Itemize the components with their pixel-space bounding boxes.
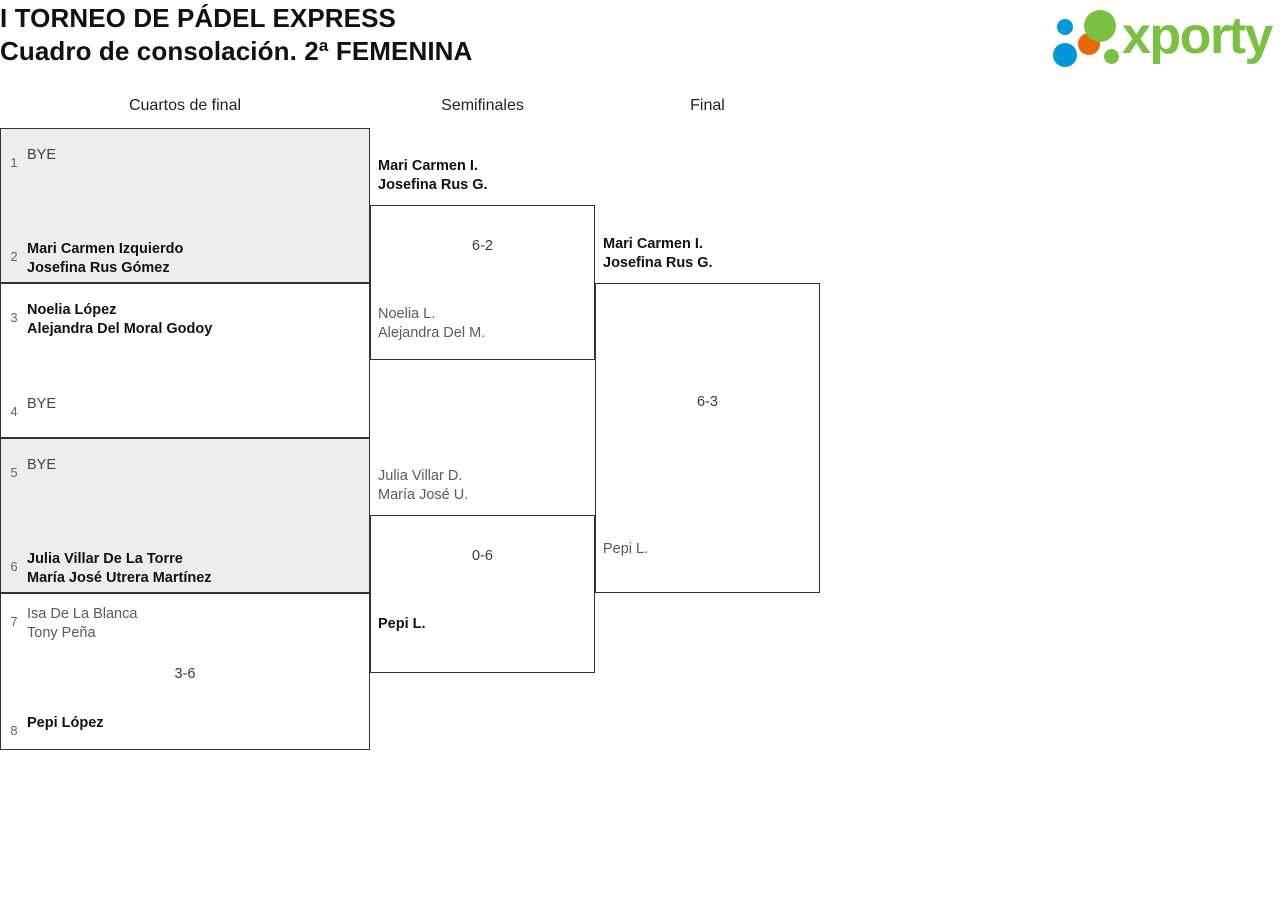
match-score: 0-6 [472,548,493,564]
competitor-slot[interactable]: Julia Villar D. María José U. [371,466,468,504]
competitor-name: Mari Carmen Izquierdo [27,241,184,257]
match-score: 6-2 [472,238,493,254]
logo-wordmark: xporty [1122,7,1273,65]
competitor-name: Tony Peña [27,624,96,641]
logo-dot-green-small-icon [1104,49,1119,64]
competitor-name: Noelia López [27,302,117,318]
competitor-name: Josefina Rus G. [378,176,488,193]
competitor-slot[interactable]: 8 Pepi López [1,713,104,740]
competitor-names: Julia Villar D. María José U. [378,466,468,504]
seed-number: 2 [10,249,18,264]
seed-number: 8 [10,723,18,738]
competitor-name: María José Utrera Martínez [27,569,212,586]
competitor-name: Alejandra Del Moral Godoy [27,320,213,337]
page-title: I TORNEO DE PÁDEL EXPRESS Cuadro de cons… [0,2,472,68]
match-final[interactable]: Mari Carmen I. Josefina Rus G. 6-3 Pepi … [595,236,820,593]
logo-dot-green-large-icon [1084,10,1116,42]
competitor-name: Alejandra Del M. [378,324,486,341]
match-quarterfinal-4[interactable]: 7 Isa De La Blanca Tony Peña 3-6 8 Pepi … [0,593,370,750]
competitor-slot[interactable]: Noelia L. Alejandra Del M. [371,304,485,342]
match-score: 6-3 [697,394,718,410]
competitor-name: Pepi L. [603,541,649,557]
competitor-names: BYE [27,145,56,165]
competitor-name: Josefina Rus Gómez [27,259,170,276]
round-header-final: Final [690,97,725,114]
competitor-slot[interactable]: 2 Mari Carmen Izquierdo Josefina Rus Góm… [1,239,183,277]
xporty-logo[interactable]: xporty [1048,7,1274,67]
competitor-name: Mari Carmen I. [378,158,478,174]
competitor-slot[interactable]: Pepi L. [371,614,426,634]
competitor-names: Isa De La Blanca Tony Peña [27,604,137,642]
competitor-slot[interactable]: 3 Noelia López Alejandra Del Moral Godoy [1,300,212,338]
match-score: 3-6 [174,666,196,682]
seed-number: 6 [10,559,18,574]
competitor-names: Noelia L. Alejandra Del M. [378,304,485,342]
match-quarterfinal-1[interactable]: 1 BYE 2 Mari Carmen Izquierdo Josefina R… [0,128,370,283]
competitor-name: Isa De La Blanca [27,606,138,622]
competitor-name: Pepi López [27,715,104,731]
logo-dot-blue-small-icon [1057,19,1073,35]
logo-dots-icon [1048,7,1126,67]
competitor-names: BYE [27,394,56,414]
tournament-name: I TORNEO DE PÁDEL EXPRESS [0,3,396,33]
seed-number: 7 [10,614,18,629]
competitor-name: BYE [27,396,57,412]
competitor-name: BYE [27,457,57,473]
seed-number: 4 [10,404,18,419]
match-semifinal-2[interactable]: Julia Villar D. María José U. 0-6 Pepi L… [370,468,595,673]
competitor-slot[interactable]: Pepi L. [596,539,648,559]
competitor-slot[interactable]: Mari Carmen I. Josefina Rus G. [371,156,488,194]
competitor-names: Mari Carmen Izquierdo Josefina Rus Gómez [27,239,183,277]
competitor-names: Mari Carmen I. Josefina Rus G. [603,234,713,272]
competitor-names: Mari Carmen I. Josefina Rus G. [378,156,488,194]
round-header-semifinals: Semifinales [441,97,524,114]
round-header-quarterfinals: Cuartos de final [128,97,242,114]
competitor-names: Noelia López Alejandra Del Moral Godoy [27,300,212,338]
seed-number: 3 [10,310,18,325]
competitor-name: Josefina Rus G. [603,254,713,271]
competitor-name: Julia Villar De La Torre [27,551,183,567]
match-semifinal-1[interactable]: Mari Carmen I. Josefina Rus G. 6-2 Noeli… [370,158,595,360]
seed-number: 5 [10,465,18,480]
competitor-names: Pepi L. [603,539,648,559]
bracket-subtitle: Cuadro de consolación. 2ª FEMENINA [0,36,473,66]
competitor-slot[interactable]: 1 BYE [1,145,56,172]
competitor-slot[interactable]: 7 Isa De La Blanca Tony Peña [1,604,137,642]
match-quarterfinal-3[interactable]: 5 BYE 6 Julia Villar De La Torre María J… [0,438,370,593]
competitor-name: BYE [27,147,57,163]
page-header: I TORNEO DE PÁDEL EXPRESS Cuadro de cons… [0,0,1280,82]
competitor-names: BYE [27,455,56,475]
competitor-names: Pepi López [27,713,104,733]
match-quarterfinal-2[interactable]: 3 Noelia López Alejandra Del Moral Godoy… [0,283,370,438]
competitor-names: Pepi L. [378,614,426,634]
competitor-name: Mari Carmen I. [603,236,703,252]
competitor-name: María José U. [378,486,469,503]
competitor-names: Julia Villar De La Torre María José Utre… [27,549,212,587]
competitor-slot[interactable]: 5 BYE [1,455,56,482]
logo-dot-blue-large-icon [1053,43,1077,67]
competitor-name: Pepi L. [378,616,426,632]
competitor-name: Noelia L. [378,306,436,322]
competitor-slot[interactable]: 4 BYE [1,394,56,421]
seed-number: 1 [10,155,18,170]
competitor-slot[interactable]: Mari Carmen I. Josefina Rus G. [596,234,713,272]
competitor-name: Julia Villar D. [378,468,463,484]
competitor-slot[interactable]: 6 Julia Villar De La Torre María José Ut… [1,549,212,587]
